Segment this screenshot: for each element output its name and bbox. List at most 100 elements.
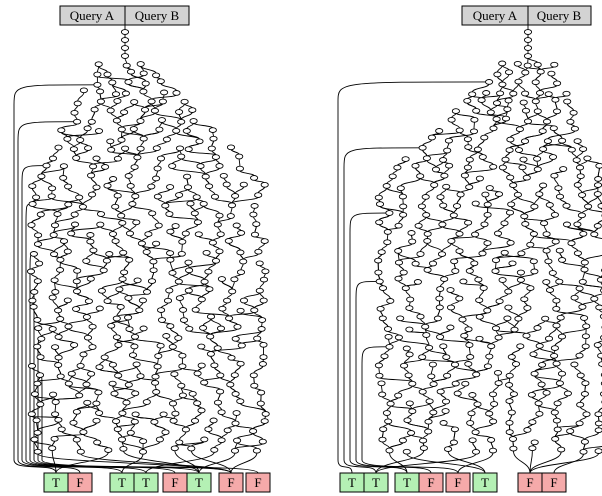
graph-node <box>120 53 130 59</box>
edge <box>469 415 472 422</box>
graph-node <box>125 230 135 237</box>
graph-node <box>435 128 444 134</box>
graph-node <box>429 409 438 416</box>
graph-node <box>552 417 561 424</box>
graph-node <box>149 258 158 265</box>
graph-node <box>140 106 150 113</box>
edge <box>259 281 265 289</box>
graph-node <box>63 136 72 142</box>
edge <box>492 385 500 393</box>
edge <box>584 385 586 392</box>
edge <box>129 235 143 242</box>
graph-node <box>504 304 513 311</box>
edge <box>523 290 531 298</box>
edge <box>68 385 80 394</box>
graph-node <box>440 172 449 179</box>
edge <box>526 337 541 345</box>
graph-node <box>51 344 60 350</box>
graph-node <box>153 165 162 172</box>
right-output-label-8: F <box>550 475 557 490</box>
graph-node <box>459 278 468 285</box>
graph-node <box>465 184 474 190</box>
graph-node <box>422 212 431 218</box>
graph-node <box>555 247 564 254</box>
graph-node <box>131 411 140 418</box>
edge <box>114 395 127 401</box>
graph-node <box>449 439 458 446</box>
graph-node <box>500 249 509 256</box>
right-query-b-label: Query B <box>537 8 582 23</box>
graph-node <box>487 437 496 443</box>
edge <box>100 103 112 109</box>
edge <box>207 431 223 439</box>
graph-node <box>213 221 222 228</box>
graph-node <box>421 194 430 200</box>
graph-node <box>545 287 555 293</box>
graph-node <box>171 410 180 417</box>
graph-node <box>552 108 562 115</box>
graph-node <box>121 90 130 97</box>
graph-node <box>500 220 509 227</box>
edge <box>435 161 444 168</box>
edge <box>397 385 413 394</box>
graph-node <box>192 194 201 200</box>
graph-node <box>116 304 125 310</box>
graph-node <box>506 136 515 143</box>
edge <box>495 272 522 279</box>
edge <box>52 149 59 157</box>
edge <box>382 290 391 299</box>
graph-node <box>51 411 60 418</box>
edge <box>439 329 451 336</box>
graph-node <box>108 79 117 86</box>
graph-node <box>231 420 240 427</box>
graph-node <box>518 164 527 171</box>
graph-node <box>233 323 242 330</box>
graph-node <box>423 238 432 244</box>
graph-node <box>545 202 554 208</box>
graph-node <box>228 288 237 295</box>
edge <box>582 283 602 288</box>
graph-node <box>581 343 590 350</box>
edge <box>126 395 136 401</box>
edge <box>569 432 586 441</box>
edge <box>509 131 521 138</box>
graph-node <box>504 97 513 104</box>
edge <box>509 403 513 411</box>
edge <box>37 245 55 253</box>
edge <box>210 355 215 364</box>
edge <box>173 376 182 384</box>
graph-node <box>139 135 148 142</box>
graph-node <box>590 231 599 238</box>
graph-node <box>108 361 117 368</box>
graph-node <box>259 341 268 348</box>
graph-node <box>398 437 407 444</box>
graph-node <box>133 277 142 284</box>
edge <box>518 151 538 158</box>
graph-node <box>185 325 194 332</box>
graph-node <box>449 212 458 219</box>
graph-node <box>161 202 170 209</box>
graph-node <box>509 182 518 189</box>
graph-node <box>478 154 487 160</box>
graph-node <box>197 296 206 303</box>
edge <box>214 198 233 204</box>
graph-node <box>437 251 447 257</box>
graph-node <box>54 362 63 368</box>
left-output-label-3: T <box>118 475 126 490</box>
edge <box>95 394 99 402</box>
edge <box>178 103 186 111</box>
edge <box>58 328 69 336</box>
edge <box>107 291 120 300</box>
graph-node <box>32 417 41 424</box>
graph-node <box>73 267 82 274</box>
edge <box>157 160 162 167</box>
graph-node <box>528 419 537 425</box>
edge <box>79 130 89 139</box>
graph-node <box>172 127 181 134</box>
graph-node <box>175 295 184 301</box>
edge <box>121 224 131 232</box>
graph-node <box>475 297 484 304</box>
edge <box>34 385 38 393</box>
graph-node <box>217 409 226 416</box>
graph-node <box>535 410 544 417</box>
